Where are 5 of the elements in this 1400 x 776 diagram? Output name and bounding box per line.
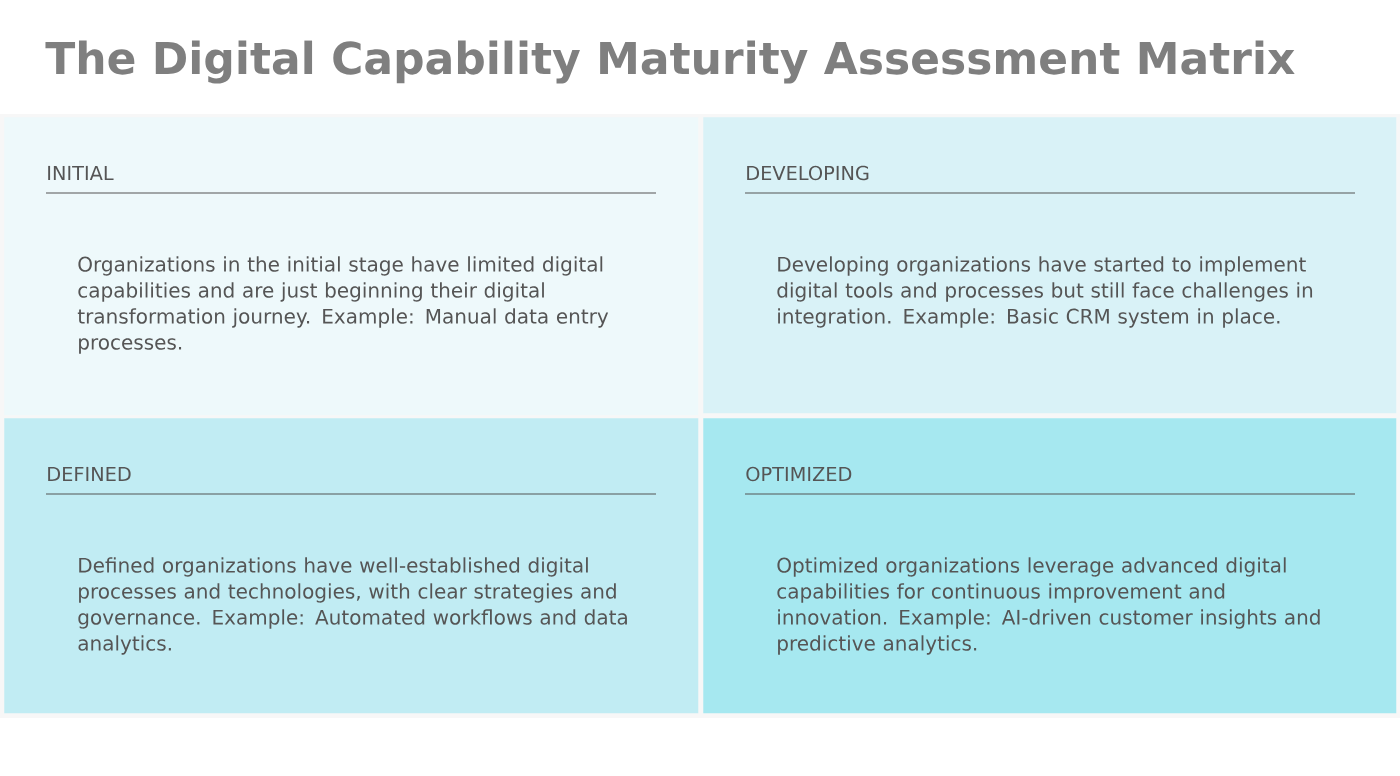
quadrant-panel: DEFINED Defined organizations have well-established digital processes and technologies, with clear strategies and governance. Example: Automated workflows and data analytics.	[4, 418, 699, 714]
quadrant-panel: DEVELOPING Developing organizations have started to implement digital tools and processes but still face challenges in integration. Example: Basic CRM system in place.	[703, 117, 1397, 414]
quadrant-panel: INITIAL Organizations in the initial stage have limited digital capabilities and are just beginning their digital transformation journey. Example: Manual data entry processes.	[4, 117, 699, 416]
quadrant-panel: OPTIMIZED Optimized organizations leverage advanced digital capabilities for continuous improvement and innovation. Example: AI-driven customer insights and predictive analytics.	[703, 418, 1397, 714]
title: The Digital Capability Maturity Assessment Matrix	[45, 40, 1295, 84]
